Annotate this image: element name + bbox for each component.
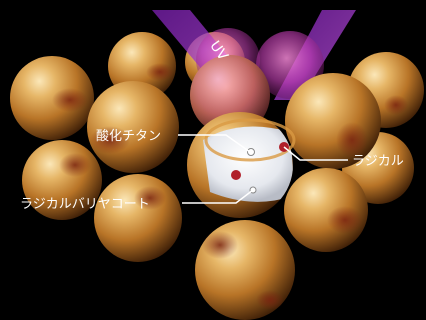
sphere <box>94 174 182 262</box>
leader-titanium-oxide <box>178 134 251 153</box>
leader-lines <box>178 134 348 204</box>
rust-patches <box>52 63 408 234</box>
label-radical-barrier-coat: ラジカルバリヤコート <box>20 197 150 212</box>
leader-barrier-coat <box>182 189 254 204</box>
label-radical: ラジカル <box>352 154 404 169</box>
titanium-oxide-particle <box>187 112 296 218</box>
shell-rim <box>204 118 296 162</box>
leader-radical <box>283 146 348 161</box>
radical-dot <box>231 170 241 180</box>
label-titanium-oxide: 酸化チタン <box>96 129 161 144</box>
titanium-oxide-dot <box>247 148 255 156</box>
sphere <box>10 56 94 140</box>
cutaway-core <box>203 126 293 202</box>
sphere <box>87 81 179 173</box>
front-spheres <box>94 174 295 320</box>
